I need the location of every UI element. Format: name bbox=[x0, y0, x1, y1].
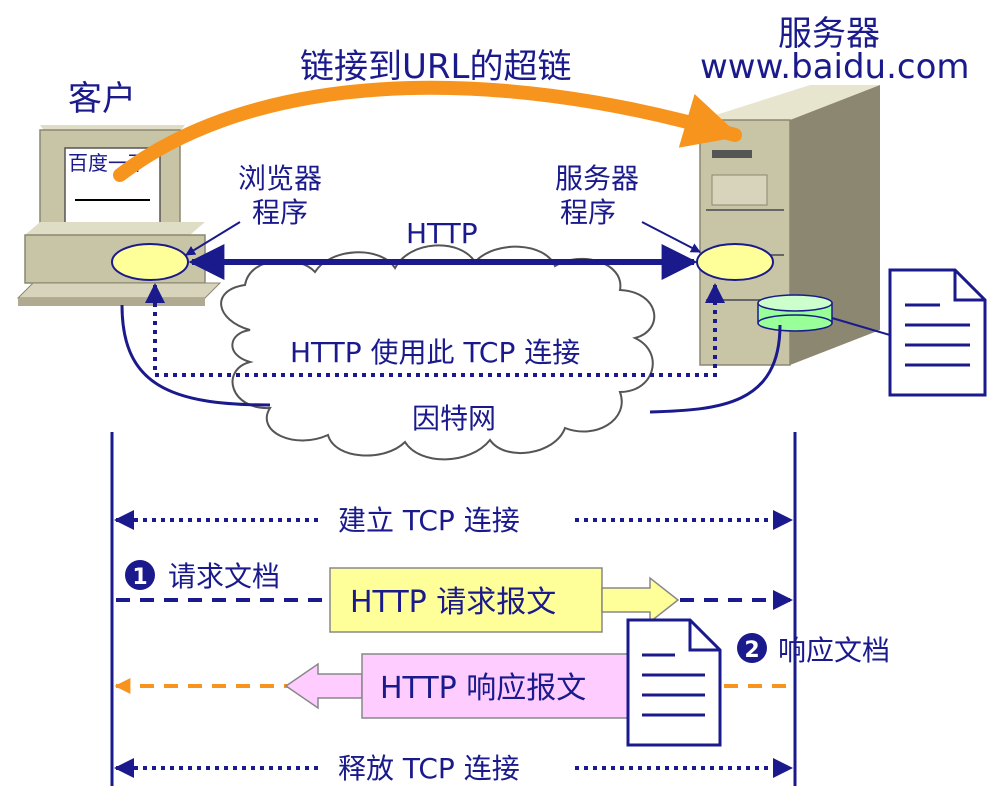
document-icon bbox=[888, 268, 987, 397]
step2-badge bbox=[737, 633, 767, 663]
client-computer-icon bbox=[16, 125, 222, 306]
step2-number: 2 bbox=[744, 638, 759, 663]
step1-number: 1 bbox=[132, 565, 147, 590]
tcp-use-label: HTTP 使用此 TCP 连接 bbox=[290, 336, 580, 369]
hyperlink-arrow bbox=[113, 80, 742, 182]
request-block-arrow bbox=[601, 576, 680, 624]
hyperlink-label: 链接到URL的超链 bbox=[300, 47, 571, 87]
browser-label-line2: 程序 bbox=[252, 196, 308, 229]
browser-label-line1: 浏览器 bbox=[238, 162, 322, 195]
internet-label: 因特网 bbox=[412, 402, 496, 435]
response-message-box bbox=[361, 653, 633, 719]
server-program-pointer bbox=[641, 221, 701, 253]
establish-label: 建立 TCP 连接 bbox=[338, 504, 520, 537]
response-document-icon bbox=[626, 618, 722, 747]
http-label: HTTP bbox=[406, 217, 478, 250]
server-hostname: www.baidu.com bbox=[700, 47, 970, 87]
server-program-label-line2: 程序 bbox=[560, 196, 616, 229]
disk-to-document-line bbox=[831, 317, 891, 336]
server-program-ellipse bbox=[696, 243, 774, 281]
server-program-label-line1: 服务器 bbox=[555, 162, 639, 195]
client-cable bbox=[120, 304, 271, 407]
release-label: 释放 TCP 连接 bbox=[338, 752, 520, 785]
client-label: 客户 bbox=[68, 79, 136, 119]
server-tower-icon bbox=[699, 85, 880, 366]
response-block-arrow bbox=[284, 662, 363, 710]
server-title: 服务器 bbox=[778, 14, 880, 54]
browser-ellipse bbox=[111, 243, 189, 281]
step2-label: 响应文档 bbox=[778, 634, 890, 667]
step1-label: 请求文档 bbox=[168, 560, 280, 593]
tcp-dotted-connection bbox=[145, 283, 725, 377]
request-message-label: HTTP 请求报文 bbox=[350, 585, 556, 620]
server-cable bbox=[649, 324, 782, 414]
request-message-box bbox=[329, 567, 603, 633]
database-icon bbox=[757, 294, 833, 332]
step1-badge bbox=[125, 560, 155, 590]
response-message-label: HTTP 响应报文 bbox=[380, 671, 586, 706]
